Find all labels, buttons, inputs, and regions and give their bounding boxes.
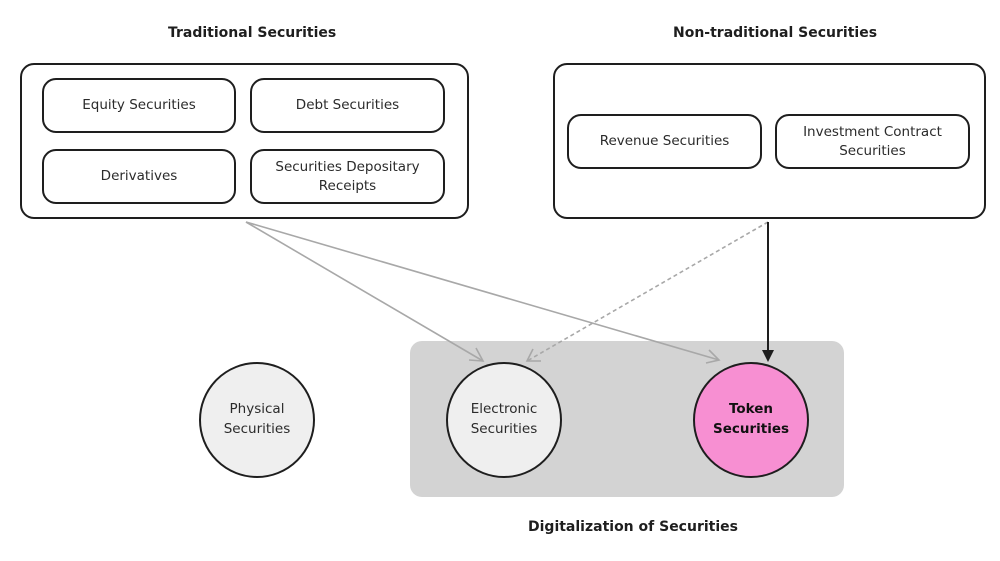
derivatives-label: Derivatives	[100, 168, 178, 185]
investment-contract-securities-box: Investment Contract Securities	[775, 114, 970, 169]
token-securities-circle: Token Securities	[693, 362, 809, 478]
traditional-to-token-arrow	[245, 221, 721, 364]
debt-securities-label: Debt Securities	[295, 97, 400, 114]
revenue-securities-label: Revenue Securities	[599, 133, 730, 150]
non-traditional-securities-title: Non-traditional Securities	[673, 25, 878, 41]
equity-securities-box: Equity Securities	[42, 78, 236, 133]
physical-securities-circle: Physical Securities	[199, 362, 315, 478]
physical-securities-label: Physical Securities	[223, 401, 291, 437]
investment-contract-securities-label: Investment Contract Securities	[803, 123, 942, 159]
revenue-securities-box: Revenue Securities	[567, 114, 762, 169]
debt-securities-box: Debt Securities	[250, 78, 445, 133]
traditional-securities-title: Traditional Securities	[168, 25, 337, 41]
token-securities-label: Token Securities	[712, 401, 790, 437]
non-traditional-to-electronic-arrow	[525, 221, 769, 362]
electronic-securities-label: Electronic Securities	[470, 401, 538, 437]
securities-depositary-receipts-label: Securities Depositary Receipts	[275, 158, 420, 194]
digitalization-of-securities-title: Digitalization of Securities	[528, 519, 738, 535]
derivatives-box: Derivatives	[42, 149, 236, 204]
equity-securities-label: Equity Securities	[82, 97, 196, 114]
electronic-securities-circle: Electronic Securities	[446, 362, 562, 478]
traditional-to-electronic-arrow	[245, 221, 485, 362]
non-traditional-to-token-arrow	[762, 222, 774, 362]
securities-depositary-receipts-box: Securities Depositary Receipts	[250, 149, 445, 204]
